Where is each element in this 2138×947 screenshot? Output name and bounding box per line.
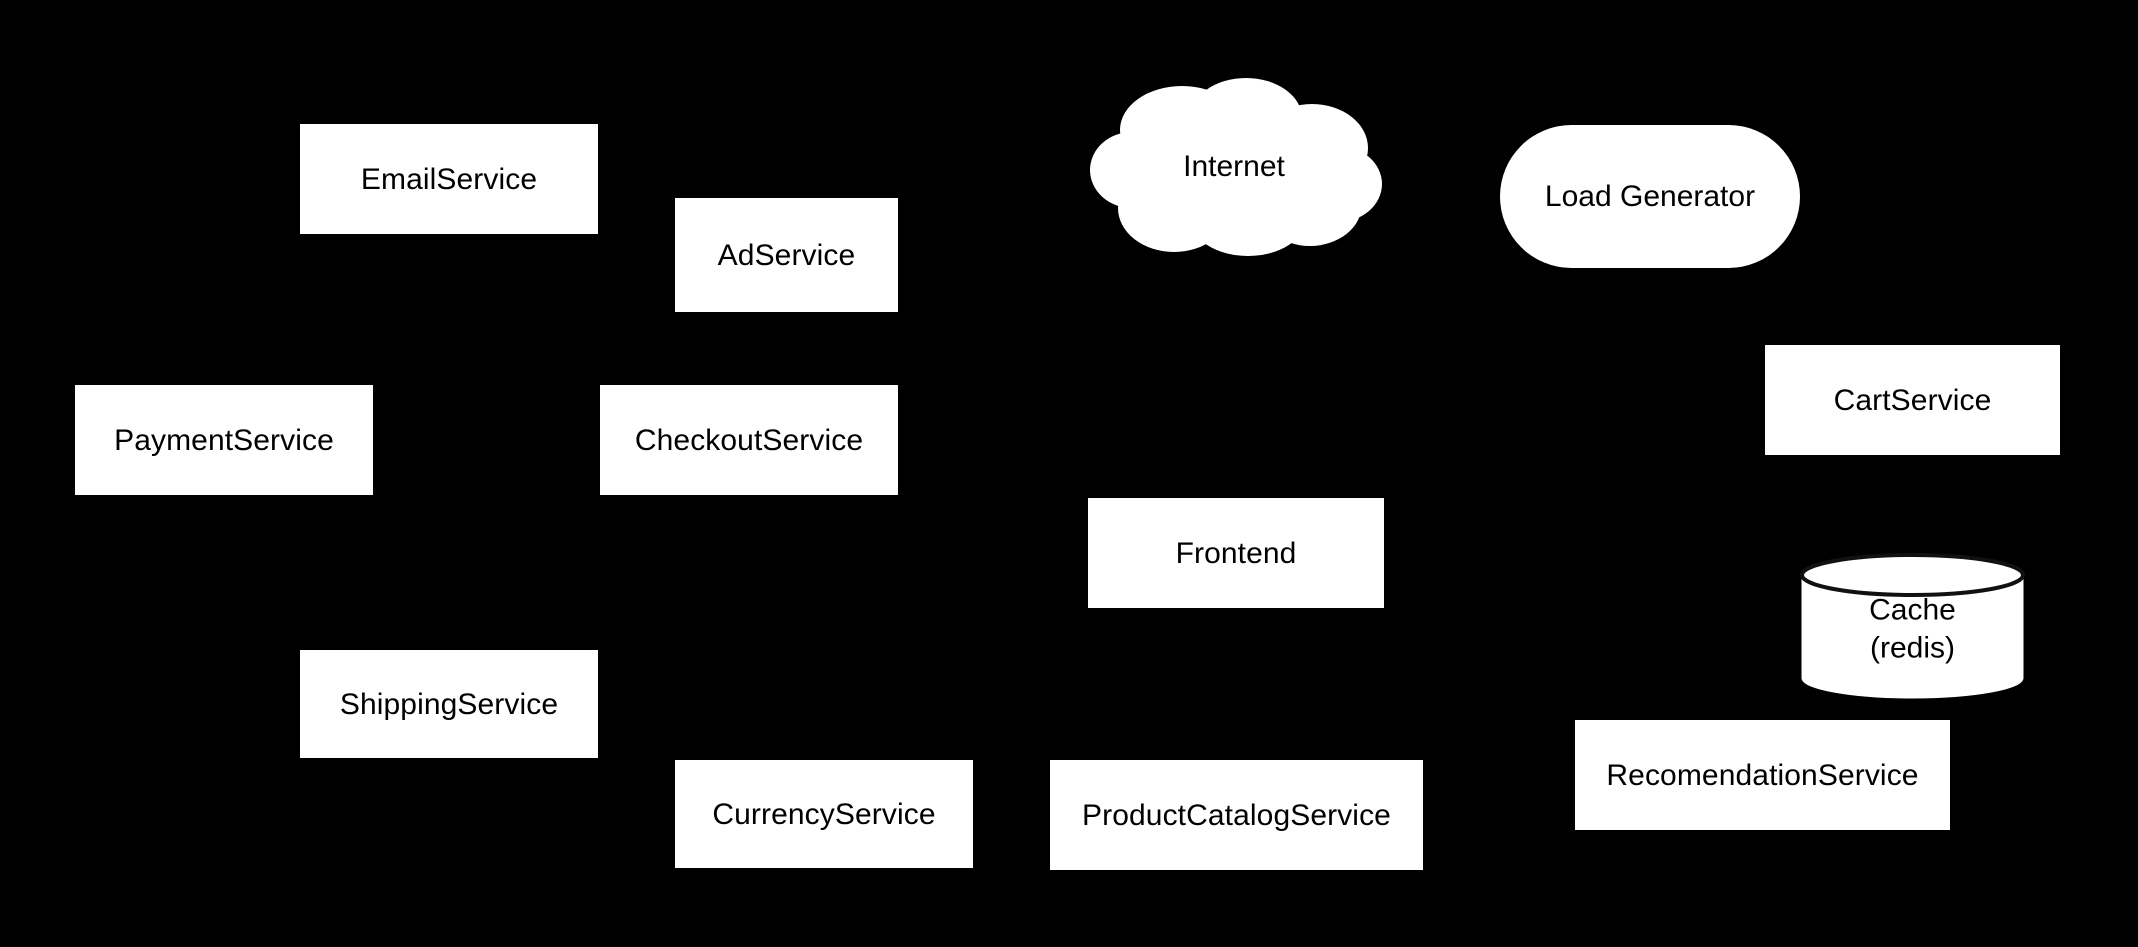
node-shipping-service[interactable]: ShippingService bbox=[300, 650, 598, 758]
node-email-service[interactable]: EmailService bbox=[300, 124, 598, 234]
node-label: CurrencyService bbox=[712, 797, 936, 831]
node-frontend[interactable]: Frontend bbox=[1088, 498, 1384, 608]
node-label-line-1: Cache bbox=[1869, 593, 1956, 627]
database-cylinder-icon bbox=[1800, 553, 2025, 699]
node-label: Frontend bbox=[1175, 536, 1297, 570]
node-label: PaymentService bbox=[114, 423, 334, 457]
node-ad-service[interactable]: AdService bbox=[675, 198, 898, 312]
node-label: Cache (redis) bbox=[1800, 592, 2025, 667]
node-cache-redis[interactable]: Cache (redis) bbox=[1800, 553, 2025, 700]
node-recomendation-service[interactable]: RecomendationService bbox=[1575, 720, 1950, 830]
cloud-icon bbox=[1090, 78, 1382, 256]
node-label: ProductCatalogService bbox=[1082, 798, 1391, 832]
node-label: Load Generator bbox=[1544, 179, 1756, 213]
node-label: CheckoutService bbox=[634, 423, 864, 457]
node-checkout-service[interactable]: CheckoutService bbox=[600, 385, 898, 495]
node-currency-service[interactable]: CurrencyService bbox=[675, 760, 973, 868]
node-label: CartService bbox=[1833, 383, 1992, 417]
node-label: ShippingService bbox=[339, 687, 559, 721]
node-label: Internet bbox=[1183, 150, 1285, 183]
node-load-generator[interactable]: Load Generator bbox=[1500, 125, 1800, 268]
node-label: AdService bbox=[717, 238, 856, 272]
node-label: RecomendationService bbox=[1606, 758, 1919, 792]
node-label-line-2: (redis) bbox=[1869, 631, 1955, 665]
node-payment-service[interactable]: PaymentService bbox=[75, 385, 373, 495]
node-label: EmailService bbox=[360, 162, 538, 196]
node-internet[interactable]: Internet bbox=[1086, 76, 1382, 258]
node-cart-service[interactable]: CartService bbox=[1765, 345, 2060, 455]
node-product-catalog-service[interactable]: ProductCatalogService bbox=[1050, 760, 1423, 870]
